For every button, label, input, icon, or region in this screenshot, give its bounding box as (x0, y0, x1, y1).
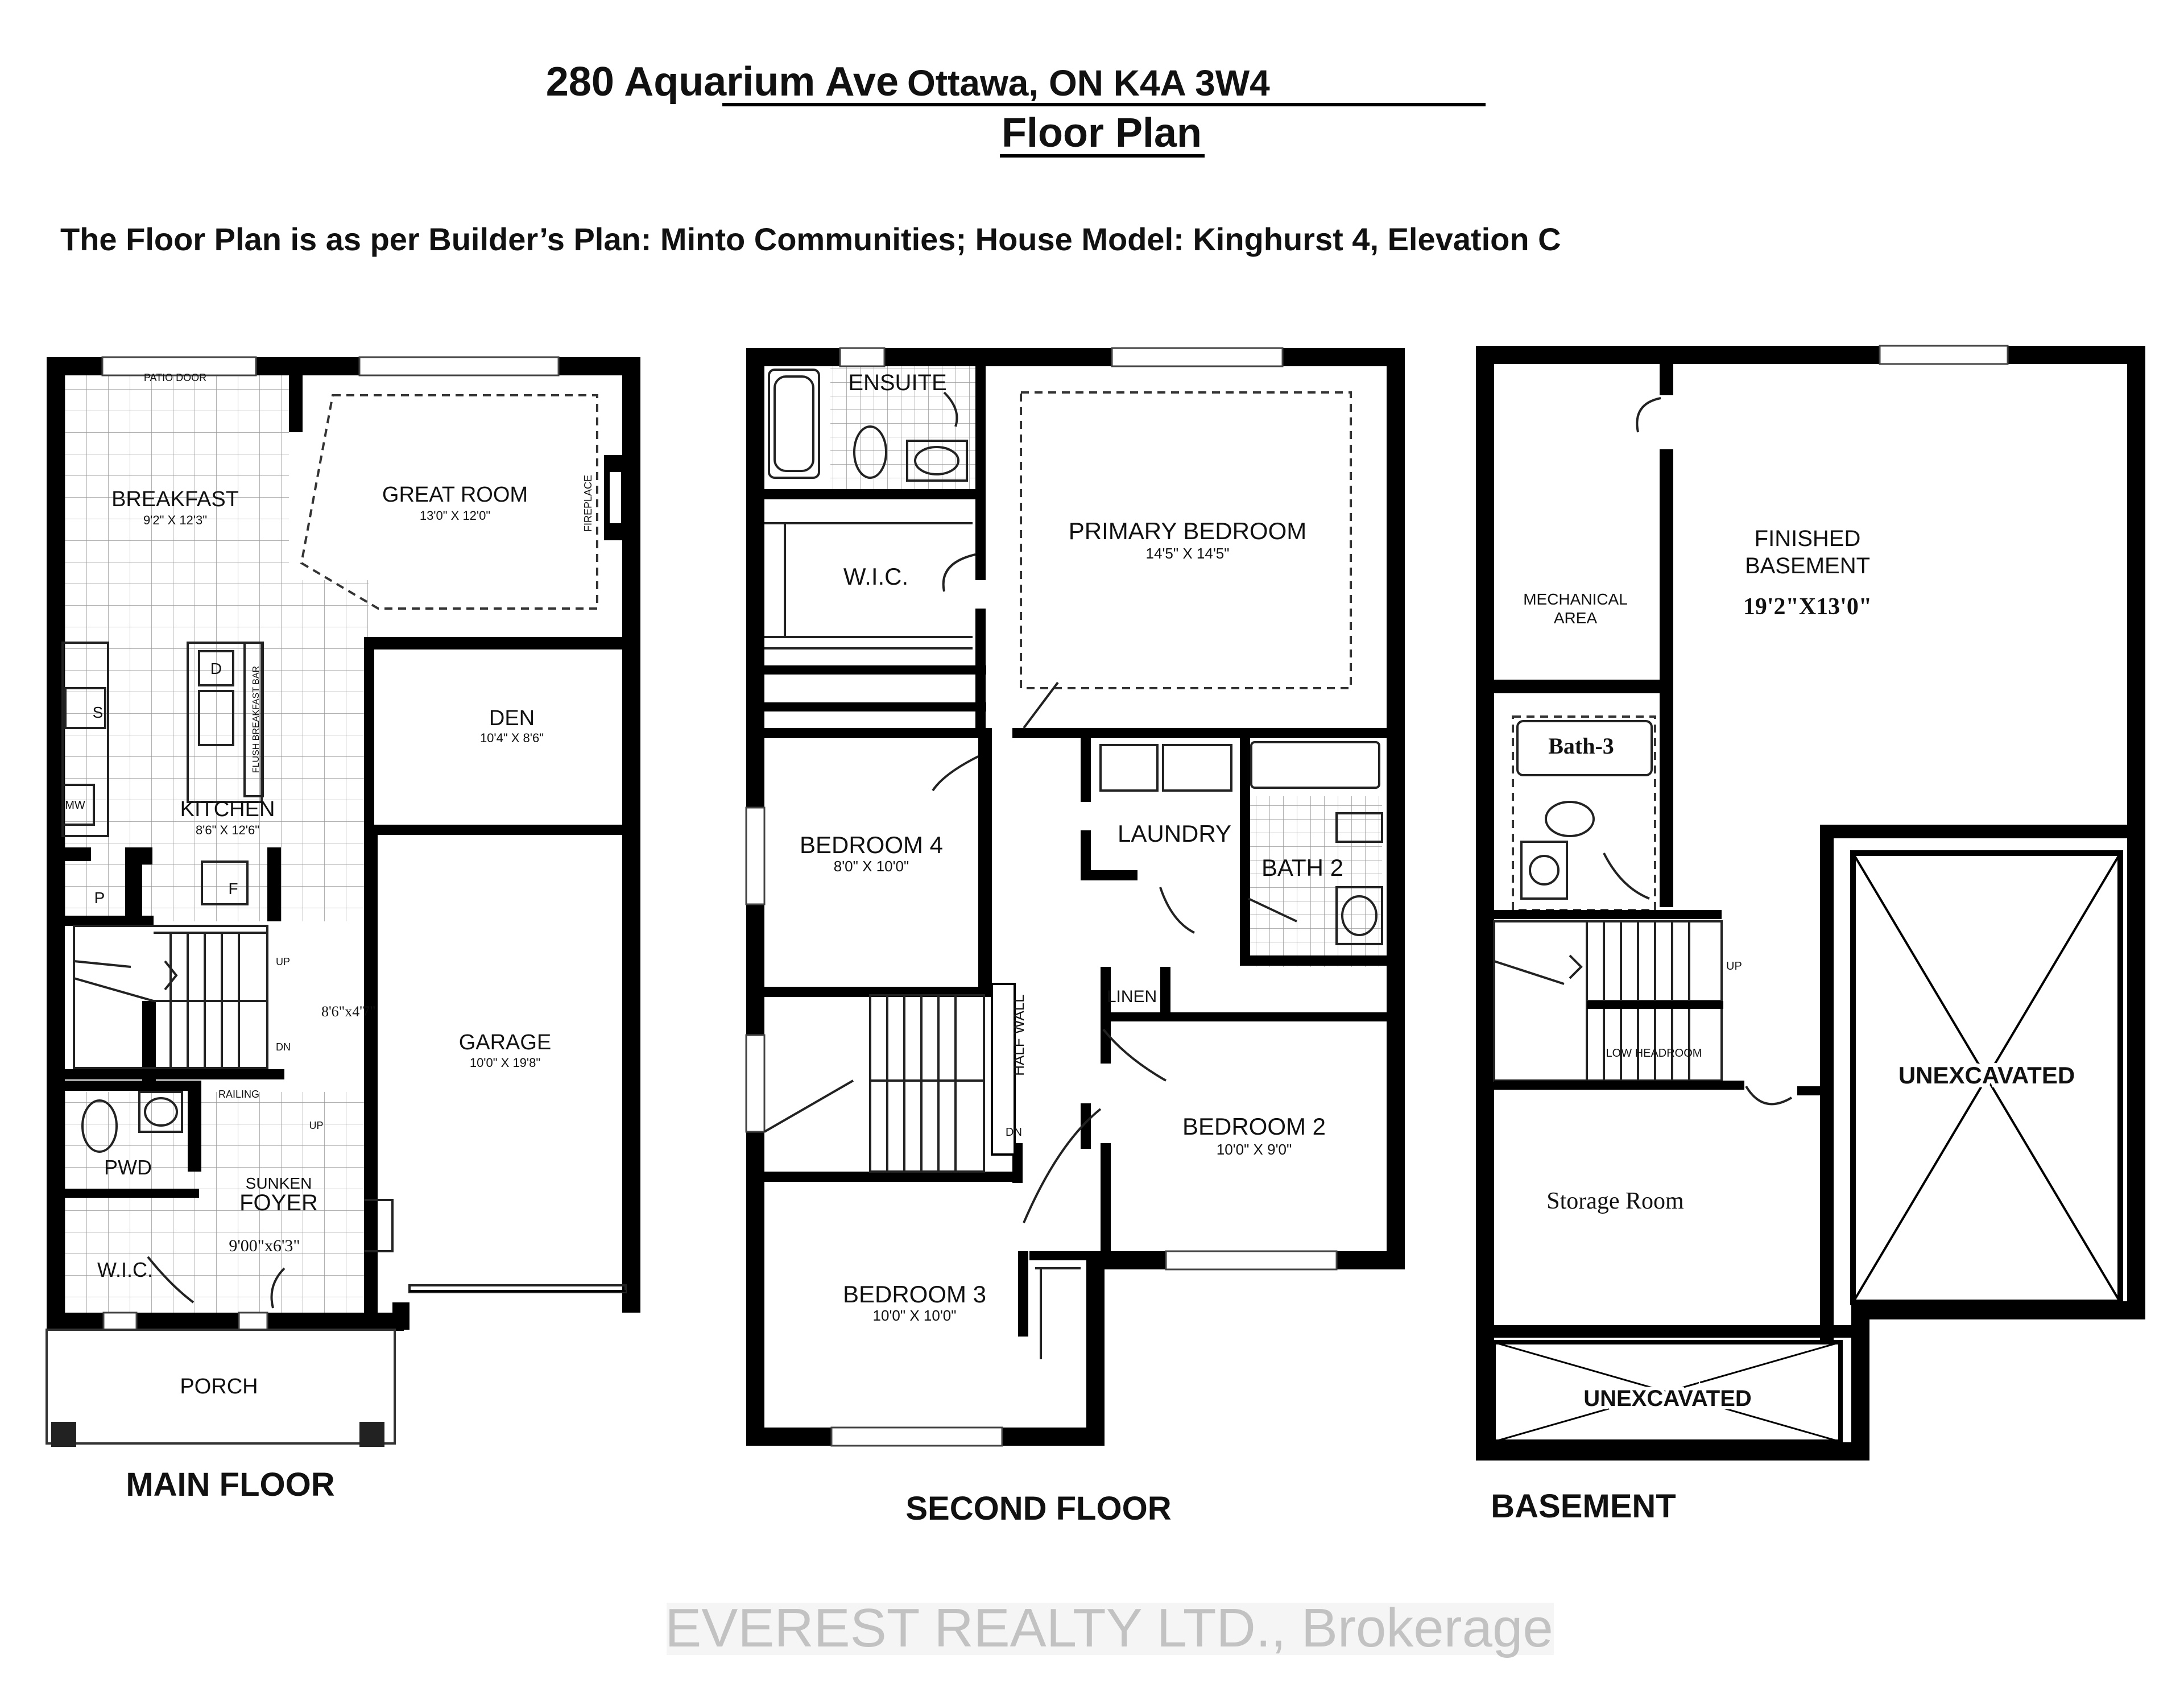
mechanical-line2: AREA (1554, 609, 1598, 627)
second-floor-label: SECOND FLOOR (905, 1490, 1171, 1527)
title-floor-plan: Floor Plan (1002, 110, 1202, 156)
pwd-label: PWD (104, 1156, 152, 1179)
railing-label: RAILING (218, 1089, 259, 1100)
great-room-dims: 13'0" X 12'0" (420, 508, 490, 523)
basement-plan: MECHANICAL AREA FINISHED BASEMENT 19'2"X… (1476, 345, 2145, 1525)
foyer-name: FOYER (239, 1190, 318, 1215)
bath2-label: BATH 2 (1261, 854, 1343, 881)
finished-dims: 19'2"X13'0" (1743, 594, 1872, 620)
laundry-label: LAUNDRY (1118, 820, 1231, 847)
storage-room-label: Storage Room (1546, 1188, 1684, 1214)
bedroom4-dims: 8'0" X 10'0" (834, 858, 909, 875)
bedroom2-dims: 10'0" X 9'0" (1217, 1141, 1292, 1158)
main-floor-plan: PATIO DOOR BREAKFAST 9'2" X 12'3" GREAT … (46, 356, 640, 1503)
stair-dims: 8'6"x4'7" (321, 1003, 376, 1020)
builder-subtitle: The Floor Plan is as per Builder’s Plan:… (60, 221, 1561, 257)
garage-name: GARAGE (459, 1031, 552, 1054)
bedroom3-dims: 10'0" X 10'0" (873, 1307, 957, 1324)
garage-dims: 10'0" X 19'8" (470, 1056, 540, 1070)
kitchen-dims: 8'6" X 12'6" (196, 823, 259, 837)
basement-label: BASEMENT (1491, 1488, 1676, 1525)
foyer-dims: 9'00"x6'3" (229, 1236, 300, 1255)
breakfast-dims: 9'2" X 12'3" (143, 513, 207, 527)
bedroom2-name: BEDROOM 2 (1182, 1113, 1326, 1140)
great-room-name: GREAT ROOM (382, 483, 528, 507)
primary-name: PRIMARY BEDROOM (1069, 518, 1307, 544)
den-name: DEN (489, 706, 535, 730)
porch-label: PORCH (180, 1375, 258, 1399)
microwave-label: MW (65, 799, 85, 812)
second-floor-plan: ENSUITE PRIMARY BEDROOM 14'5" X 14'5" W.… (745, 347, 1405, 1527)
second-wic-label: W.I.C. (843, 563, 908, 590)
pantry-label: P (94, 889, 105, 907)
finished-line2: BASEMENT (1745, 553, 1870, 578)
bath3-label: Bath-3 (1548, 733, 1614, 759)
foyer-name-top: SUNKEN (246, 1174, 312, 1192)
fridge-label: F (228, 880, 238, 897)
foyer-up-label: UP (309, 1120, 323, 1131)
flush-bar-label: FLUSH BREAKFAST BAR (251, 666, 261, 773)
sink-label: S (93, 704, 104, 721)
header: 280 Aquarium Ave Ottawa, ON K4A 3W4 Floo… (60, 59, 1561, 257)
finished-line1: FINISHED (1755, 526, 1861, 551)
fireplace-label: FIREPLACE (582, 475, 594, 532)
bedroom4-name: BEDROOM 4 (800, 831, 943, 858)
bedroom3-name: BEDROOM 3 (843, 1281, 986, 1308)
linen-label: LINEN (1107, 987, 1157, 1006)
stair-up-label: UP (276, 956, 290, 967)
low-headroom-label: LOW HEADROOM (1606, 1047, 1702, 1060)
stair-dn-label: DN (276, 1041, 291, 1053)
second-stair-dn-label: DN (1006, 1126, 1022, 1139)
unexcavated-bottom-label: UNEXCAVATED (1583, 1386, 1752, 1411)
basement-stair-up-label: UP (1726, 960, 1742, 973)
title-city: Ottawa, ON K4A 3W4 (907, 63, 1270, 104)
brokerage-watermark: EVEREST REALTY LTD., Brokerage (665, 1598, 1553, 1658)
unexcavated-right-label: UNEXCAVATED (1898, 1062, 2075, 1089)
primary-dims: 14'5" X 14'5" (1146, 545, 1230, 562)
main-wic-label: W.I.C. (97, 1258, 153, 1281)
kitchen-name: KITCHEN (180, 797, 275, 821)
mechanical-line1: MECHANICAL (1523, 590, 1628, 608)
den-dims: 10'4" X 8'6" (480, 731, 544, 745)
main-floor-label: MAIN FLOOR (126, 1466, 334, 1503)
title-address: 280 Aquarium Ave (546, 59, 899, 105)
breakfast-name: BREAKFAST (111, 487, 239, 511)
half-wall-label: HALF WALL (1010, 994, 1027, 1076)
patio-door-label: PATIO DOOR (144, 372, 206, 383)
ensuite-label: ENSUITE (848, 370, 946, 395)
dishwasher-label: D (210, 660, 222, 677)
